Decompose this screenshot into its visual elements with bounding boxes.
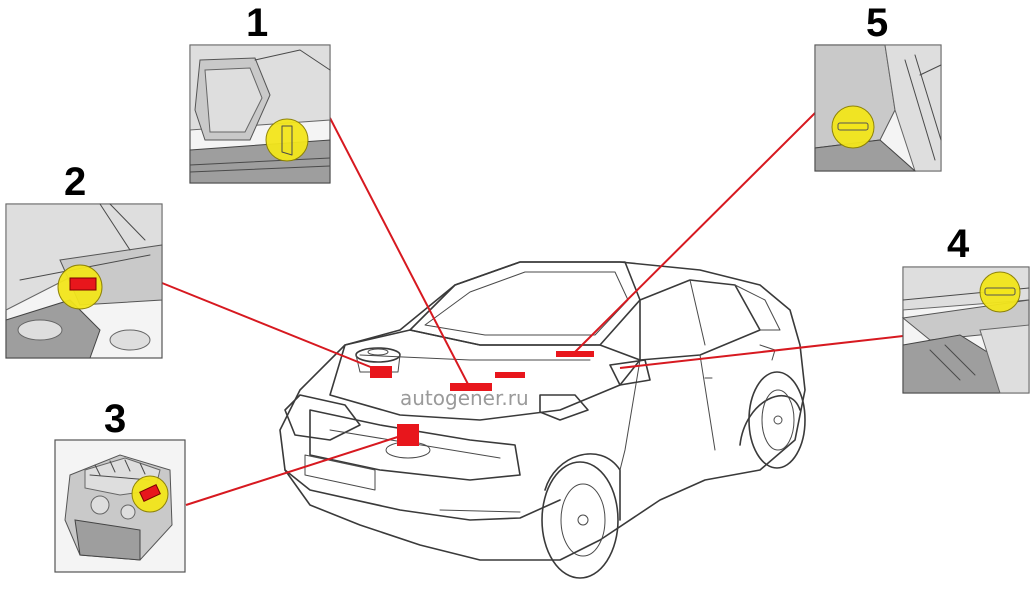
callout-label-4: 4 xyxy=(947,222,970,266)
car-illustration xyxy=(279,261,806,579)
tag-4 xyxy=(495,372,525,378)
callout-label-2: 2 xyxy=(64,160,86,204)
tag-5 xyxy=(556,351,594,357)
tag-2 xyxy=(370,366,392,378)
callout-panel-3 xyxy=(54,439,186,573)
callout-panel-4 xyxy=(901,266,1030,394)
callout-label-3: 3 xyxy=(104,397,126,441)
tag-3 xyxy=(397,424,419,446)
callout-1-highlight xyxy=(265,118,309,162)
leader-lines xyxy=(161,112,904,506)
callout-label-1: 1 xyxy=(246,1,268,45)
callout-panel-1 xyxy=(189,44,331,184)
callout-panel-2 xyxy=(5,203,163,359)
callout-panel-5 xyxy=(814,44,942,172)
leader-line-3 xyxy=(185,433,408,506)
leader-line-5 xyxy=(573,112,816,354)
callout-label-5: 5 xyxy=(866,1,888,45)
leader-line-1 xyxy=(329,117,471,389)
tag-1 xyxy=(450,383,492,391)
location-tags xyxy=(370,351,594,446)
leader-line-4 xyxy=(619,335,904,369)
leader-line-2 xyxy=(161,282,379,371)
